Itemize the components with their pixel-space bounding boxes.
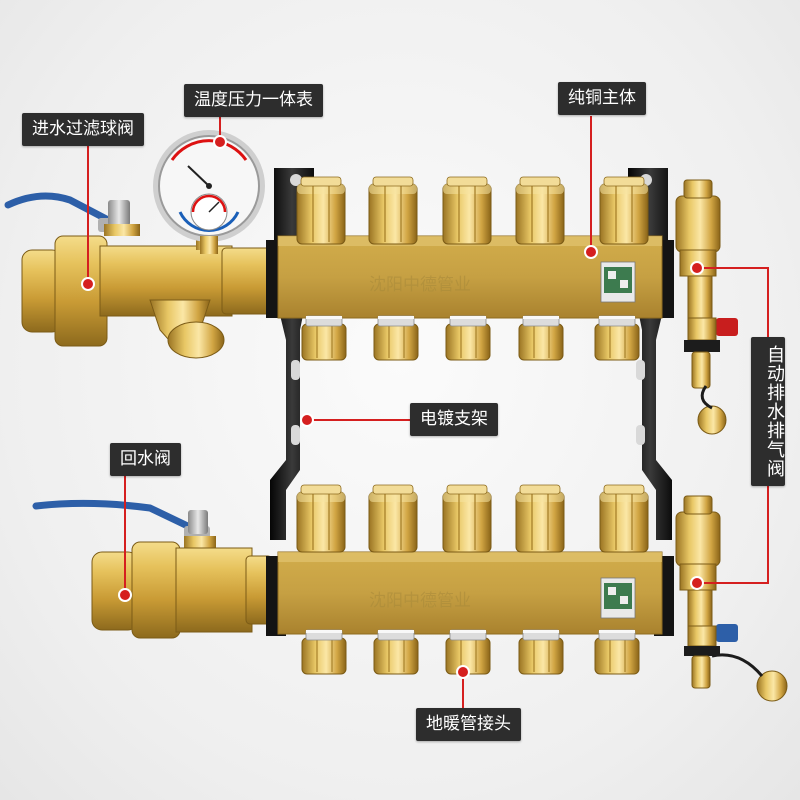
leader-dot-icon <box>81 135 704 679</box>
label-inlet-filter-ball-valve: 进水过滤球阀 <box>22 113 144 146</box>
upper-auto-vent-valve <box>675 179 738 435</box>
qr-code-icon <box>600 577 636 619</box>
lower-auto-vent-valve <box>675 495 788 702</box>
svg-text:沈阳中德管业: 沈阳中德管业 <box>369 275 471 295</box>
label-pure-copper-body: 纯铜主体 <box>558 82 646 115</box>
label-auto-drain-vent-valve: 自动排水排气阀 <box>751 337 785 486</box>
upper-manifold-body: 沈阳中德管业 <box>266 235 674 319</box>
return-ball-valve <box>32 499 273 639</box>
svg-text:沈阳中德管业: 沈阳中德管业 <box>369 591 471 611</box>
qr-code-icon <box>600 261 636 303</box>
label-temp-pressure-gauge: 温度压力一体表 <box>184 84 323 117</box>
label-floor-heating-connector: 地暖管接头 <box>416 708 521 741</box>
lower-manifold-body: 沈阳中德管业 <box>266 551 674 636</box>
label-return-valve: 回水阀 <box>110 443 181 476</box>
temp-pressure-gauge <box>153 130 265 254</box>
label-galvanized-bracket: 电镀支架 <box>410 403 498 436</box>
